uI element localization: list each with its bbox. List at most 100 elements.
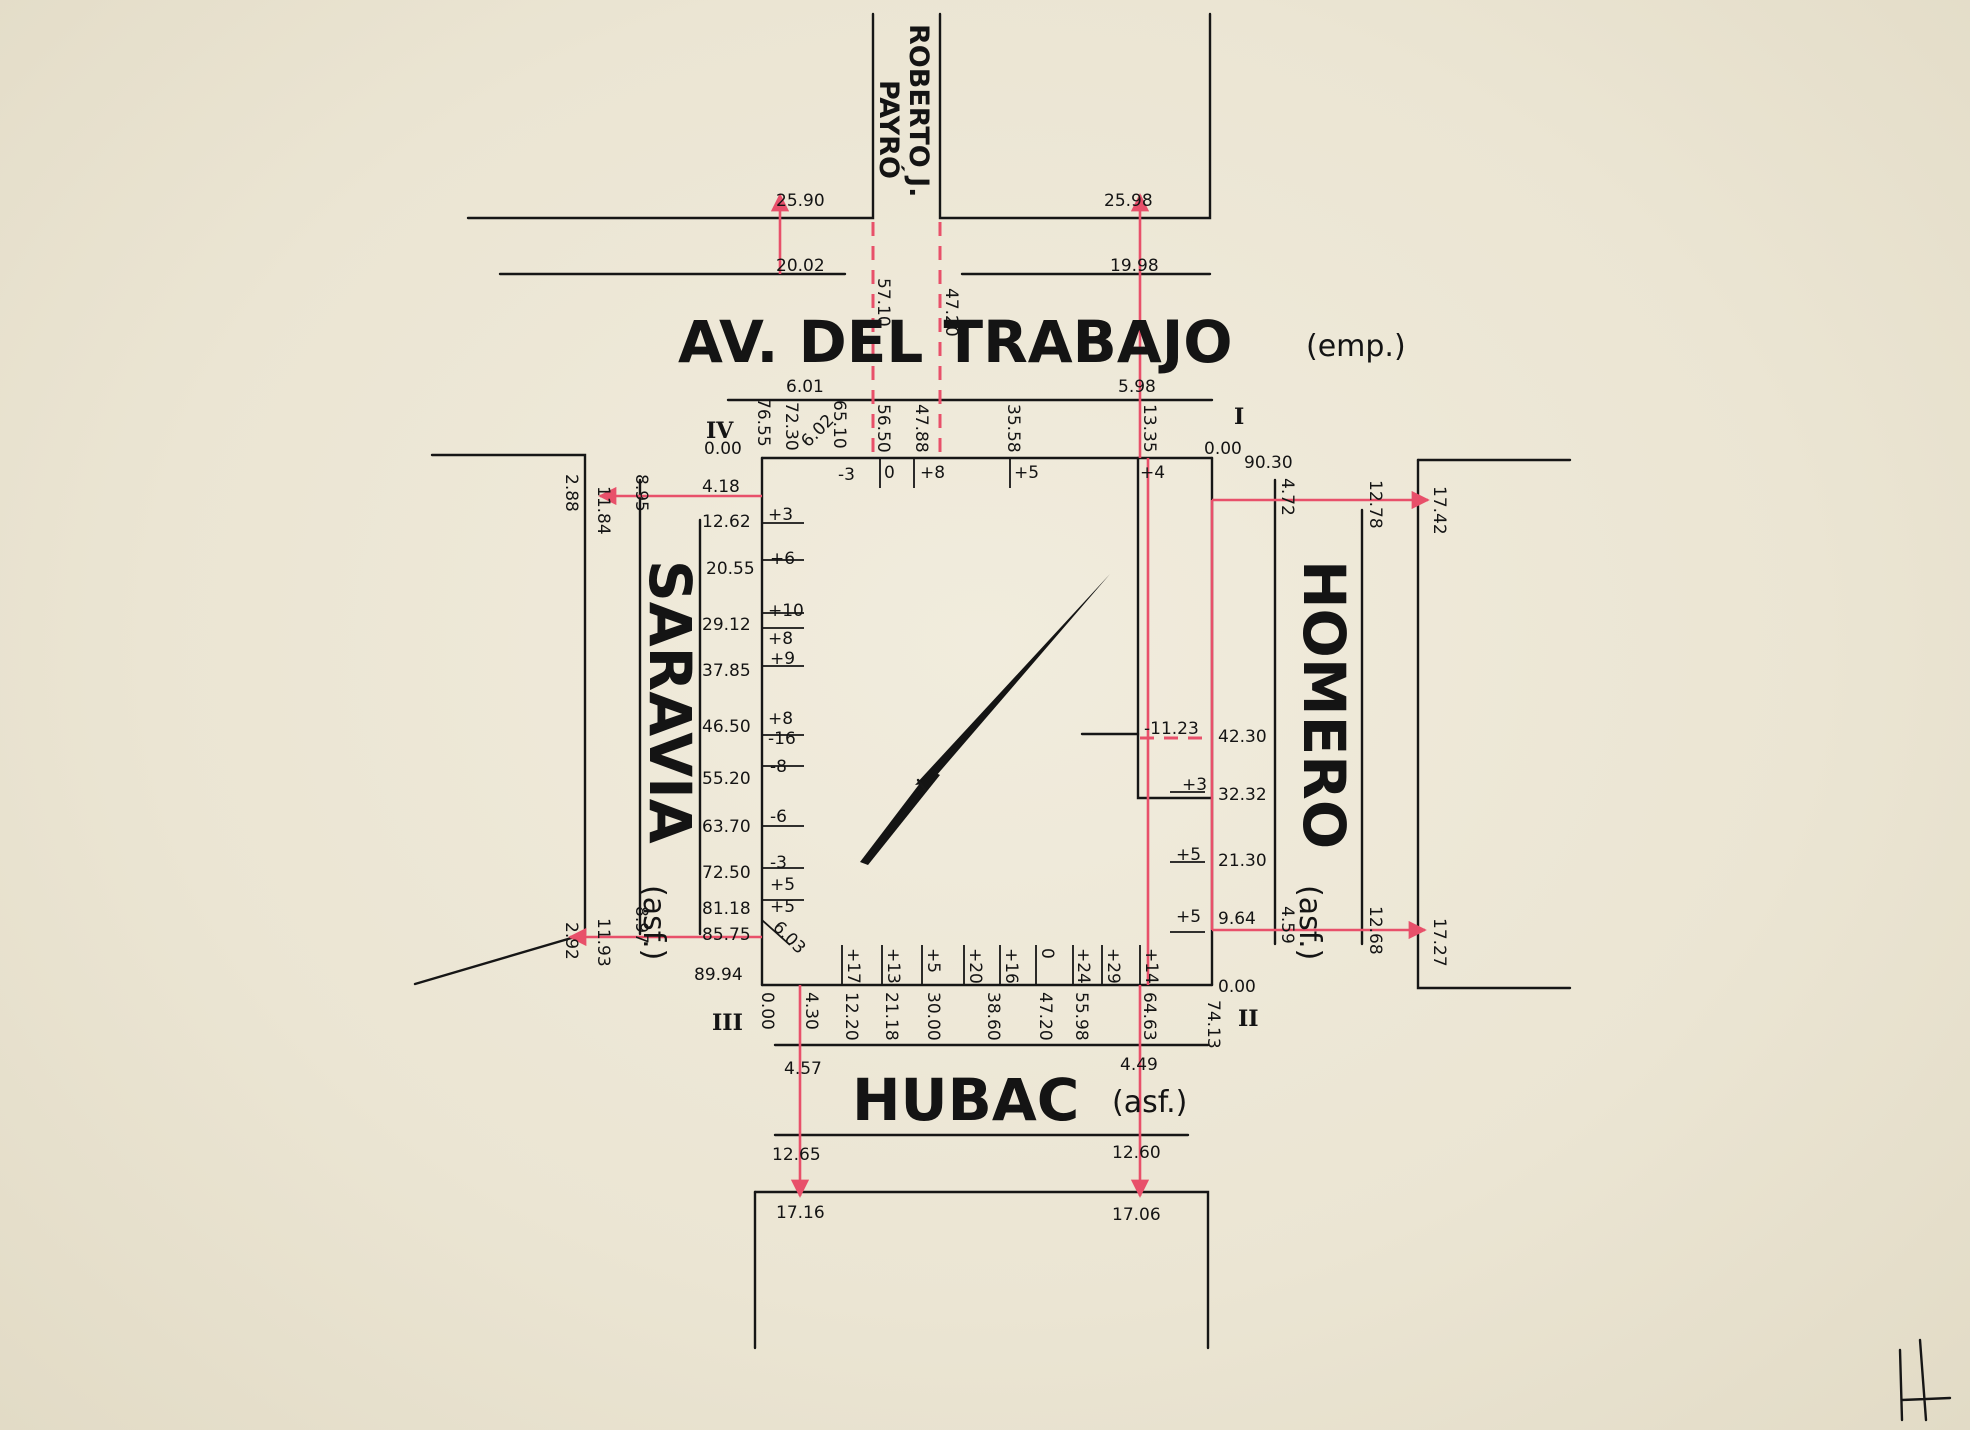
level: +8 xyxy=(920,463,945,483)
level: 13.35 xyxy=(1139,404,1159,453)
level: 89.94 xyxy=(694,965,743,985)
level: +6 xyxy=(770,549,795,569)
level: -3 xyxy=(838,465,855,485)
level: 81.18 xyxy=(702,899,751,919)
level: 4.72 xyxy=(1277,478,1297,516)
level: 4.30 xyxy=(801,992,821,1030)
level: 64.63 xyxy=(1139,992,1159,1041)
level: 46.50 xyxy=(702,717,751,737)
level: 38.60 xyxy=(983,992,1003,1041)
tick-marks xyxy=(761,458,1205,985)
level: 6.03 xyxy=(768,917,809,958)
level: +8 xyxy=(768,709,793,729)
corner-i: I xyxy=(1234,404,1244,430)
level: 0.00 xyxy=(757,992,777,1030)
level: 5.98 xyxy=(1118,377,1156,397)
saravia-levels: 11.84 11.93 8.95 8.97 2.88 2.92 4.18 12.… xyxy=(561,474,809,985)
level: 4.49 xyxy=(1120,1055,1158,1075)
level: 0 xyxy=(884,463,895,483)
signature-mark xyxy=(1898,1338,1952,1422)
street-outlines xyxy=(413,12,1572,1350)
level: 4.57 xyxy=(784,1059,822,1079)
level: 63.70 xyxy=(702,817,751,837)
level: 37.85 xyxy=(702,661,751,681)
level: +5 xyxy=(1176,845,1201,865)
level: 72.50 xyxy=(702,863,751,883)
level: +29 xyxy=(1103,948,1123,984)
level: 19.98 xyxy=(1110,256,1159,276)
level: +16 xyxy=(1001,948,1021,984)
level: +8 xyxy=(768,629,793,649)
north-arrow-icon xyxy=(860,574,1110,865)
level: 8.95 xyxy=(631,474,651,512)
level: 17.42 xyxy=(1429,486,1449,535)
level: 12.60 xyxy=(1112,1143,1161,1163)
level: 2.92 xyxy=(561,922,581,960)
level: +9 xyxy=(770,649,795,669)
corner-iv: IV xyxy=(706,418,734,444)
level: +5 xyxy=(770,897,795,917)
level: +17 xyxy=(843,948,863,984)
level: 85.75 xyxy=(702,925,751,945)
level: +5 xyxy=(1176,907,1201,927)
level: 12.62 xyxy=(702,512,751,532)
level: 90.30 xyxy=(1244,453,1293,473)
level: 47.20 xyxy=(941,288,961,337)
level: 12.65 xyxy=(772,1145,821,1165)
level: 11.93 xyxy=(593,918,613,967)
level: 76.55 xyxy=(753,398,773,447)
level: 35.58 xyxy=(1003,404,1023,453)
level: -16 xyxy=(768,729,796,749)
level: 0.00 xyxy=(704,439,742,459)
street-name-roberto-j-payro: ROBERTO J. xyxy=(903,24,934,197)
level-lines xyxy=(568,193,1430,1198)
pavement-saravia: (asf.) xyxy=(636,885,671,960)
top-levels: 25.90 25.98 20.02 19.98 6.01 5.98 57.10 … xyxy=(704,191,1293,485)
level: 11.84 xyxy=(593,486,613,535)
level: 30.00 xyxy=(923,992,943,1041)
level: 56.50 xyxy=(873,404,893,453)
level: 4.59 xyxy=(1277,906,1297,944)
level: +20 xyxy=(965,948,985,984)
level: 2.88 xyxy=(561,474,581,512)
hubac-levels: 4.30 12.20 21.18 30.00 38.60 47.20 55.98… xyxy=(757,948,1161,1225)
level: 17.16 xyxy=(776,1203,825,1223)
level: -8 xyxy=(770,757,787,777)
level: +3 xyxy=(768,505,793,525)
level: 25.90 xyxy=(776,191,825,211)
level: 9.64 xyxy=(1218,909,1256,929)
street-name-payro: PAYRÓ xyxy=(873,80,905,179)
level: +24 xyxy=(1073,948,1093,984)
pavement-homero: (asf.) xyxy=(1292,885,1327,960)
level: 6.01 xyxy=(786,377,824,397)
level: 4.18 xyxy=(702,477,740,497)
level: 17.06 xyxy=(1112,1205,1161,1225)
level: 21.18 xyxy=(881,992,901,1041)
level: 29.12 xyxy=(702,615,751,635)
level: 57.10 xyxy=(873,278,893,327)
level: 17.27 xyxy=(1429,918,1449,967)
corner-iii: III xyxy=(712,1010,743,1036)
level: +4 xyxy=(1140,463,1165,483)
level: 74.13 xyxy=(1203,1000,1223,1049)
level: 55.20 xyxy=(702,769,751,789)
level: 42.30 xyxy=(1218,727,1267,747)
level: +13 xyxy=(883,948,903,984)
level: 55.98 xyxy=(1071,992,1091,1041)
level: 20.02 xyxy=(776,256,825,276)
street-name-homero: HOMERO xyxy=(1290,560,1358,849)
level: -3 xyxy=(770,853,787,873)
level: 12.78 xyxy=(1365,480,1385,529)
street-name-hubac: HUBAC xyxy=(852,1066,1079,1134)
level: 32.32 xyxy=(1218,785,1267,805)
level: +14 xyxy=(1141,948,1161,984)
level: 25.98 xyxy=(1104,191,1153,211)
level: +10 xyxy=(768,601,804,621)
pavement-hubac: (asf.) xyxy=(1112,1085,1187,1120)
level: -6 xyxy=(770,807,787,827)
street-name-av-del-trabajo: AV. DEL TRABAJO xyxy=(678,308,1233,376)
level: -11.23 xyxy=(1144,719,1199,739)
level: 0.00 xyxy=(1218,977,1256,997)
